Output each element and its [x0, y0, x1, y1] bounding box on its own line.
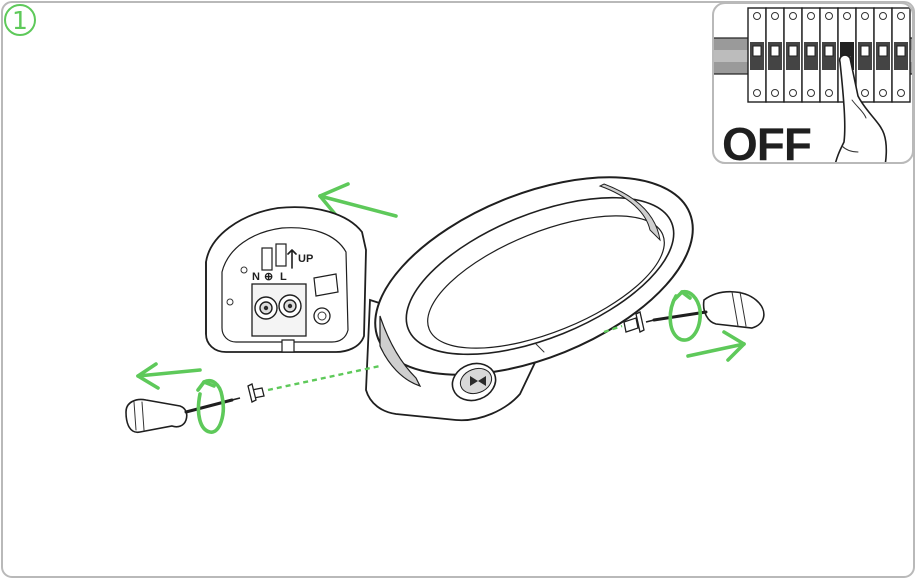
motion-sensor-icon	[451, 362, 497, 402]
label-earth: ⊕	[264, 271, 273, 283]
hand-icon	[833, 54, 888, 162]
screw-path-left	[267, 364, 381, 392]
step-number: 1	[12, 6, 28, 35]
screw-path-right	[603, 324, 623, 334]
rotate-arrow-icon	[668, 289, 702, 342]
step-circle	[4, 4, 36, 36]
screwdriver-icon	[645, 290, 765, 329]
direction-arrow-icon	[136, 362, 202, 390]
power-breaker-icon	[714, 7, 912, 162]
mounting-plate: UP N ⊕ L	[205, 206, 367, 353]
screw-left	[247, 383, 265, 403]
direction-arrow-icon	[686, 330, 746, 362]
rotate-arrow-icon	[196, 379, 226, 434]
direction-arrow-icon	[318, 182, 398, 222]
step-badge: 1	[4, 4, 36, 36]
breaker-inset: OFF	[712, 2, 914, 170]
label-n: N	[252, 271, 260, 283]
label-l: L	[280, 271, 287, 283]
screw-right	[623, 311, 645, 333]
off-label: OFF	[722, 118, 811, 170]
label-up: UP	[298, 253, 313, 265]
lamp-body	[365, 176, 694, 422]
